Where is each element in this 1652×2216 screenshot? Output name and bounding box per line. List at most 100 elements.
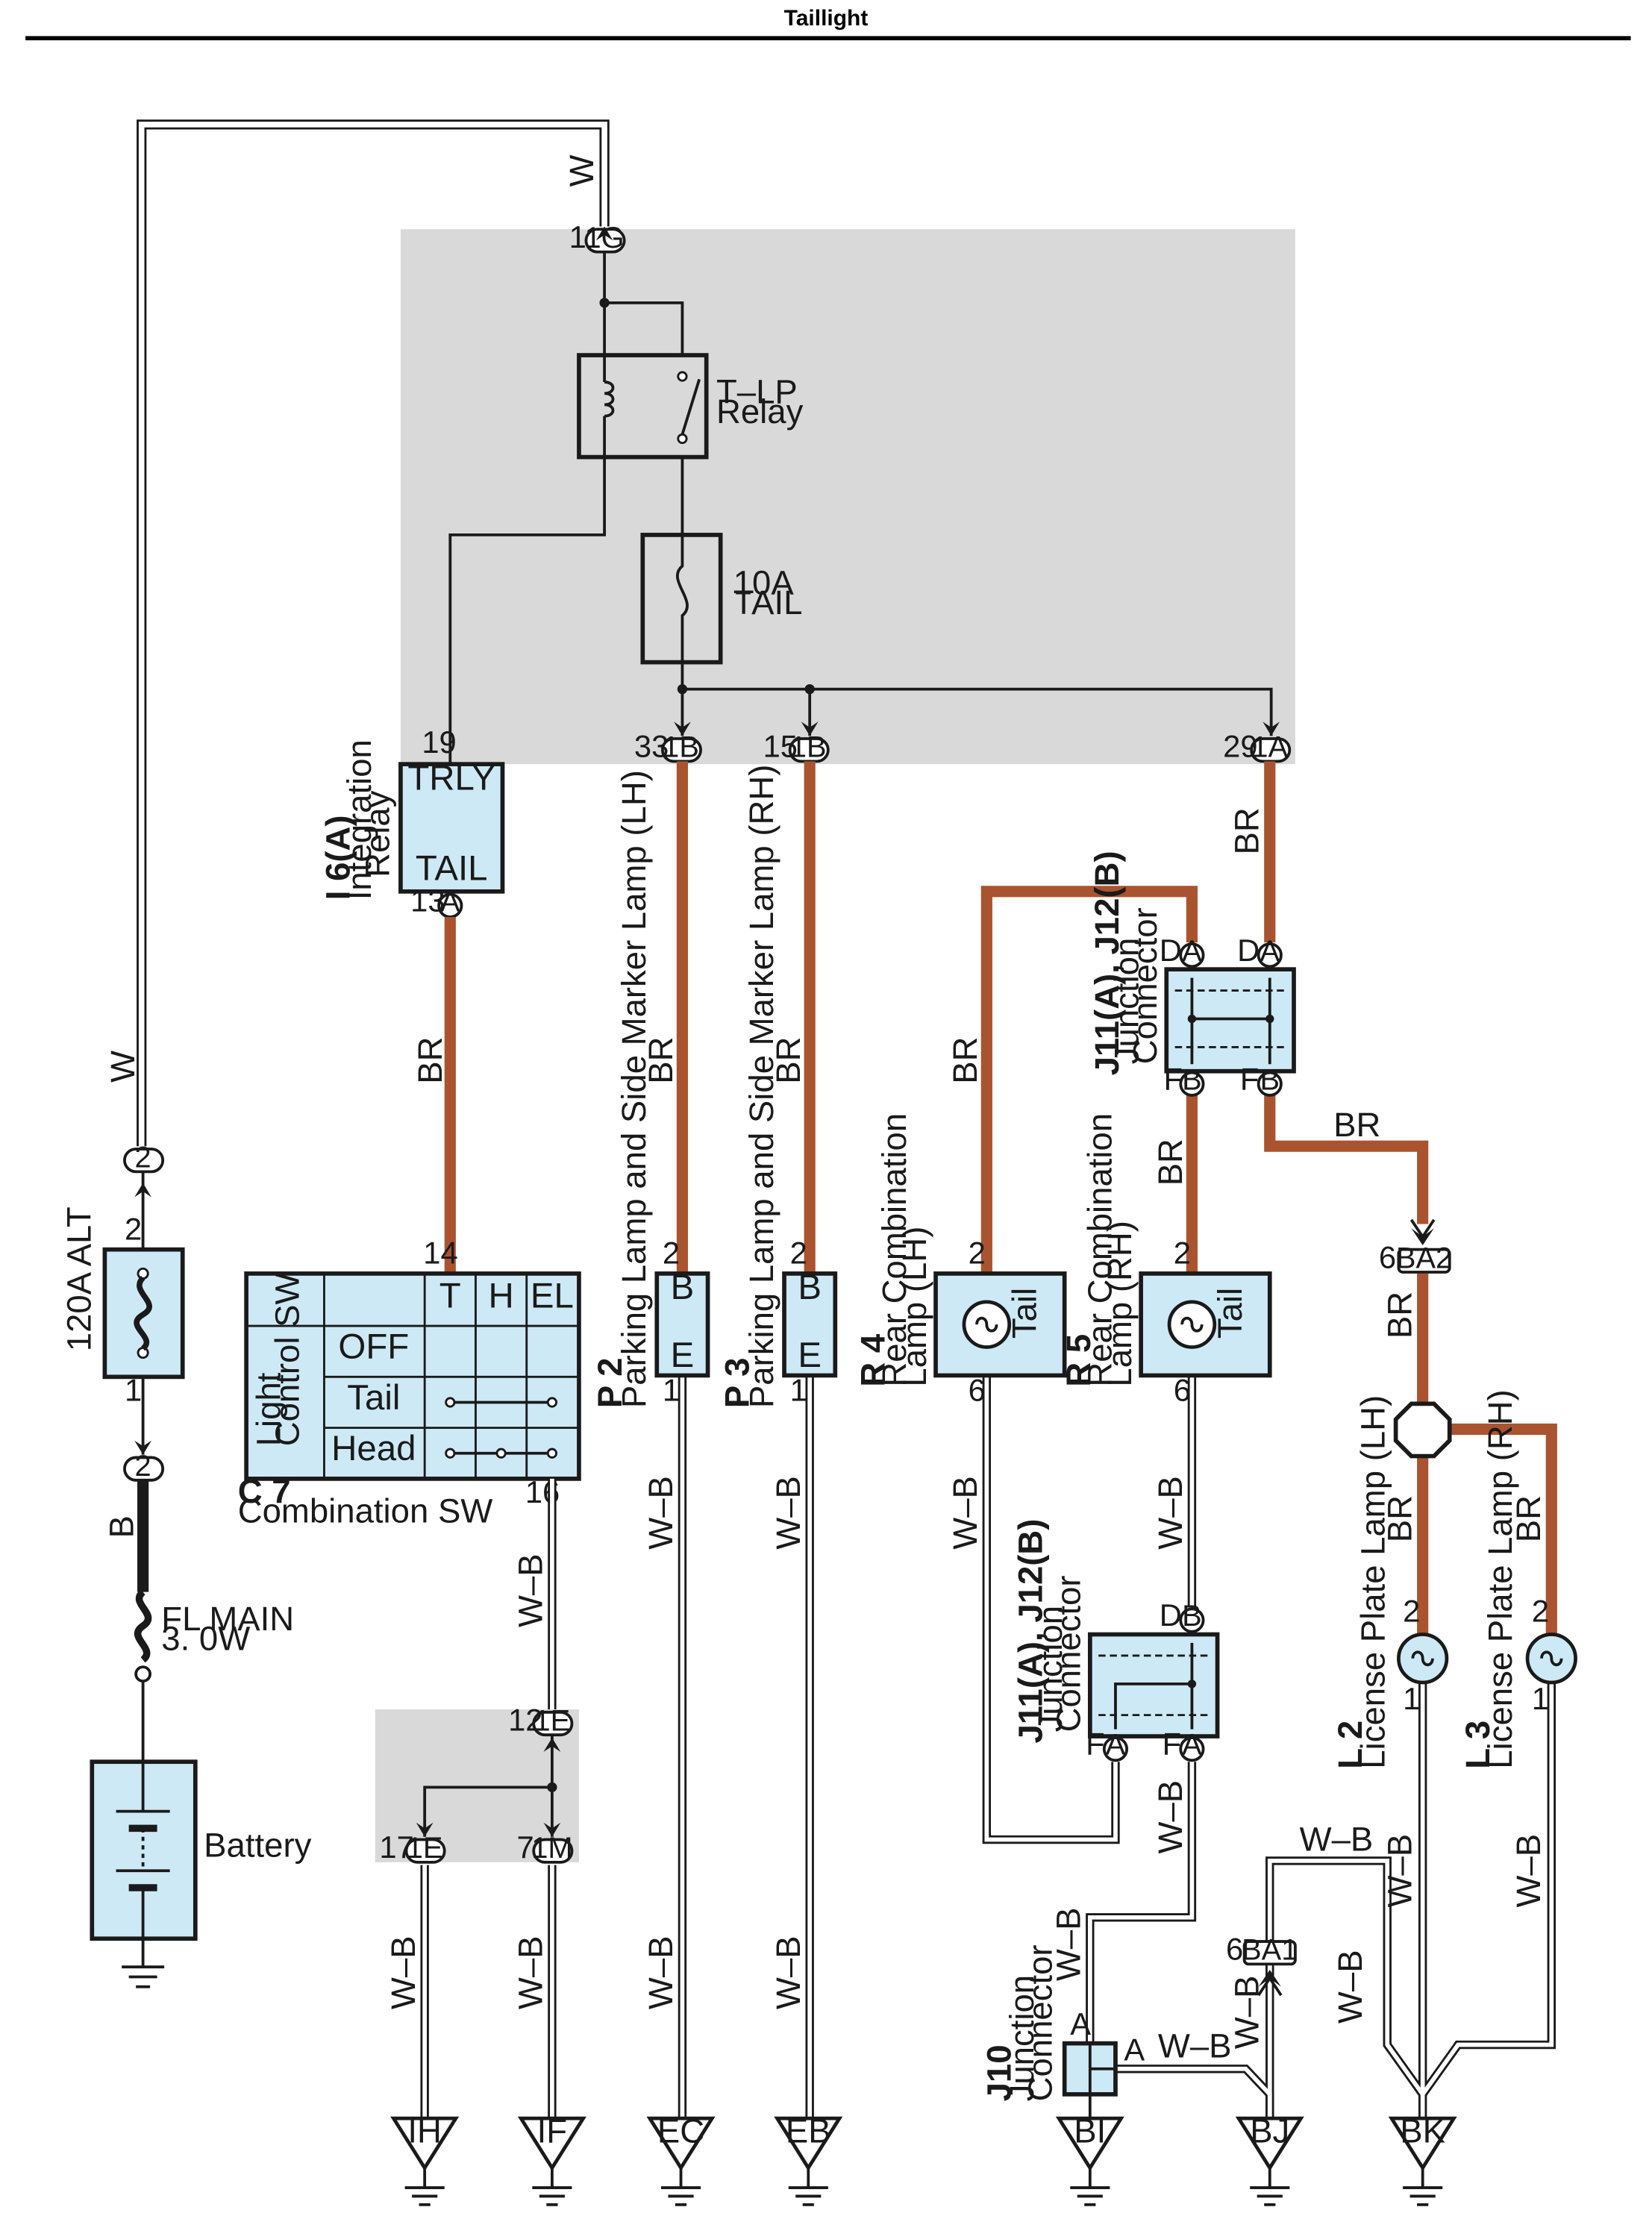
- arrow: [134, 1183, 151, 1198]
- pin-19: 19: [422, 724, 456, 760]
- tail-fuse-label-2: TAIL: [733, 583, 803, 622]
- jc-lower-name-1: Junction: [1031, 1606, 1069, 1733]
- connector-b-d: B D: [1160, 1597, 1205, 1633]
- connector-1e-bot: 1E 17: [379, 1830, 446, 1865]
- wire-label-wb: W–B: [1300, 1821, 1374, 1859]
- tlp-relay-label-2: Relay: [716, 392, 804, 431]
- combination-sw-code: C 7: [238, 1472, 291, 1510]
- svg-text:6: 6: [1226, 1932, 1243, 1967]
- fl-main-label-2: 3. 0W: [161, 1619, 250, 1657]
- pin-1: 1: [125, 1373, 142, 1408]
- p2-code: P 2: [591, 1358, 629, 1408]
- parking-lamp-lh: B E: [654, 1268, 710, 1378]
- ground-label: IF: [537, 2112, 567, 2150]
- arrow: [1257, 1975, 1283, 1997]
- r4-code: R 4: [854, 1333, 892, 1387]
- parking-lamp-rh: B E: [782, 1268, 838, 1378]
- r4-name-1: Rear Combination: [875, 1113, 913, 1387]
- alt-fuse-label: 120A ALT: [60, 1206, 98, 1351]
- ground-label: BJ: [1250, 2112, 1289, 2150]
- sw-col-t: T: [439, 1276, 461, 1315]
- svg-text:TAIL: TAIL: [416, 849, 488, 889]
- pin-a: A: [1124, 2032, 1145, 2067]
- sw-row-head: Head: [331, 1429, 416, 1468]
- wire-label-w-top: W: [563, 154, 601, 187]
- license-plate-lamp-lh: [1397, 1633, 1449, 1685]
- svg-text:2: 2: [135, 1142, 151, 1174]
- tlp-relay-label-1: T–LP: [716, 373, 798, 411]
- sw-row-tail: Tail: [347, 1378, 400, 1418]
- svg-text:1B: 1B: [663, 731, 699, 764]
- connector-1b-a: 1B 33: [634, 729, 702, 764]
- svg-text:2: 2: [135, 1450, 151, 1483]
- connector-a-f2: A F: [1163, 1727, 1205, 1762]
- combination-switch: T H EL OFF Tail Head Light Control SW: [244, 1271, 581, 1481]
- wire-label-br: BR: [946, 1037, 984, 1084]
- battery-ground-symbol: [122, 1965, 165, 1988]
- integration-relay-name-2: Relay: [359, 790, 397, 877]
- wire-label-wb: W–B: [1380, 1834, 1418, 1908]
- rear-combination-lamp-rh: Tail: [1139, 1271, 1272, 1378]
- svg-text:D: D: [1160, 1597, 1182, 1633]
- wire-label-br: BR: [642, 1037, 680, 1084]
- wire-label-br: BR: [411, 1037, 449, 1084]
- svg-text:F: F: [1163, 1061, 1182, 1096]
- wire-label-wb: W–B: [769, 1935, 807, 2009]
- wire-label-wb: W–B: [512, 1553, 550, 1627]
- svg-text:13: 13: [410, 883, 445, 918]
- svg-text:F: F: [1163, 1727, 1181, 1762]
- svg-text:1M: 1M: [531, 1832, 572, 1865]
- integration-relay-code: I 6(A): [319, 815, 357, 900]
- svg-text:1B: 1B: [790, 731, 827, 764]
- connector-ba2: BA2 6: [1379, 1239, 1452, 1274]
- connector-a-d1: A D: [1160, 933, 1205, 968]
- connector-a-f1: A F: [1086, 1727, 1129, 1762]
- j10-code: J10: [980, 2044, 1019, 2101]
- ground-if: IF: [517, 2112, 586, 2206]
- l3-code: L 3: [1459, 1721, 1497, 1769]
- svg-text:1: 1: [569, 219, 586, 254]
- j10-junction-connector: [1062, 2041, 1118, 2097]
- r4-name-2: Lamp (LH): [895, 1227, 933, 1387]
- l3-name: License Plate Lamp (RH): [1481, 1389, 1519, 1768]
- sw-row-off: OFF: [338, 1327, 409, 1367]
- svg-text:F: F: [1240, 1061, 1259, 1096]
- pin-1: 1: [663, 1373, 680, 1408]
- connector-2-bot: 2: [123, 1450, 165, 1483]
- wire-label-wb: W–B: [384, 1935, 422, 2009]
- connector-1g: 1G 1: [569, 219, 626, 254]
- battery: [90, 1759, 198, 1968]
- ground-label: EC: [657, 2112, 704, 2150]
- svg-text:TRLY: TRLY: [407, 758, 495, 798]
- pin-1: 1: [1403, 1681, 1420, 1716]
- r5-code: R 5: [1060, 1334, 1098, 1387]
- l2-code: L 2: [1331, 1721, 1369, 1769]
- wire-label-br: BR: [1380, 1495, 1418, 1542]
- wire-label-br: BR: [1333, 1106, 1380, 1144]
- j10-name-2: Connector: [1021, 1944, 1060, 2101]
- svg-text:A: A: [1106, 1729, 1126, 1762]
- jc-upper-name-1: Junction: [1107, 938, 1145, 1065]
- svg-text:12: 12: [508, 1702, 542, 1737]
- svg-text:A: A: [1260, 935, 1280, 968]
- svg-text:A: A: [440, 885, 460, 918]
- svg-text:BA1: BA1: [1242, 1934, 1298, 1967]
- license-plate-lamp-rh: [1525, 1633, 1577, 1685]
- svg-text:7: 7: [516, 1830, 534, 1865]
- junction-dot: [547, 1782, 557, 1792]
- connector-1a: 1A 29: [1223, 729, 1292, 764]
- fl-main-fuse: [134, 1589, 152, 1683]
- sw-col-h: H: [488, 1276, 513, 1315]
- svg-text:D: D: [1160, 933, 1182, 968]
- connector-1m: 1M 7: [516, 1830, 574, 1865]
- pin-6: 6: [1174, 1373, 1191, 1408]
- wire-label-br: BR: [1151, 1139, 1189, 1186]
- integration-relay: TRLY TAIL: [398, 758, 505, 894]
- pin-1: 1: [1532, 1681, 1549, 1716]
- sw-side-label-1: Light: [250, 1372, 288, 1446]
- alt-fuse: [102, 1247, 185, 1380]
- wire-label-wb: W–B: [1509, 1834, 1548, 1908]
- svg-text:F: F: [1086, 1727, 1104, 1762]
- connector-a-d2: A D: [1237, 933, 1283, 968]
- wire-label-wb: W–B: [769, 1476, 807, 1550]
